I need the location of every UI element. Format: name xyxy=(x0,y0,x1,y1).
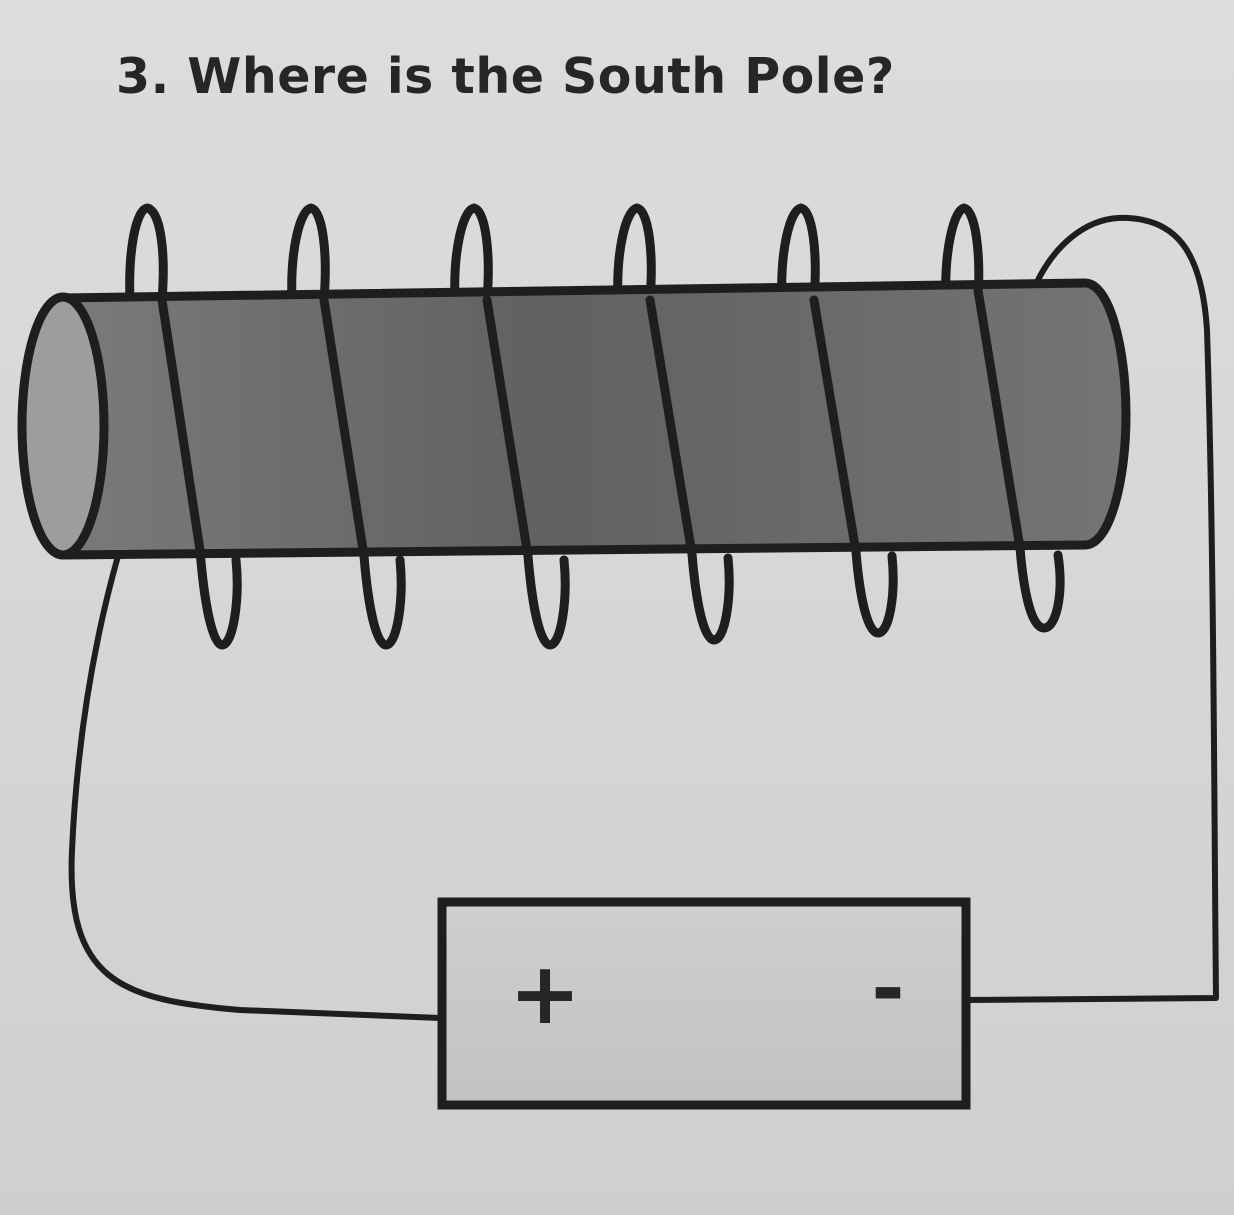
battery: + - xyxy=(437,897,971,1110)
coil-front-wraps xyxy=(157,285,1065,650)
battery-positive-label: + xyxy=(509,944,581,1044)
coil-wrap-front-4 xyxy=(645,295,734,645)
iron-core-end-face xyxy=(17,292,109,560)
battery-negative-label: - xyxy=(871,942,904,1035)
wire-left-lead xyxy=(68,553,443,1021)
coil-wrap-front-3 xyxy=(482,295,570,650)
coil-loop-back-5 xyxy=(777,203,820,305)
coil-wrap-front-6 xyxy=(973,285,1065,633)
coil-wrap-front-5 xyxy=(809,295,898,638)
coil-loop-back-6 xyxy=(941,203,984,305)
iron-core xyxy=(17,278,1131,560)
coil-wrap-front-1 xyxy=(157,295,242,650)
coil-loop-back-3 xyxy=(450,203,493,305)
coil-loop-back-1 xyxy=(125,203,168,305)
wire-right-lead xyxy=(965,214,1219,1003)
coil-back-loops xyxy=(125,203,984,305)
iron-core-body xyxy=(58,278,1131,560)
battery-body xyxy=(437,897,971,1110)
coil-wrap-front-2 xyxy=(319,295,406,650)
coil-loop-back-4 xyxy=(613,203,656,305)
circuit-wires xyxy=(68,214,1219,1021)
question-title: 3. Where is the South Pole? xyxy=(116,48,895,105)
coil-loop-back-2 xyxy=(287,203,330,305)
